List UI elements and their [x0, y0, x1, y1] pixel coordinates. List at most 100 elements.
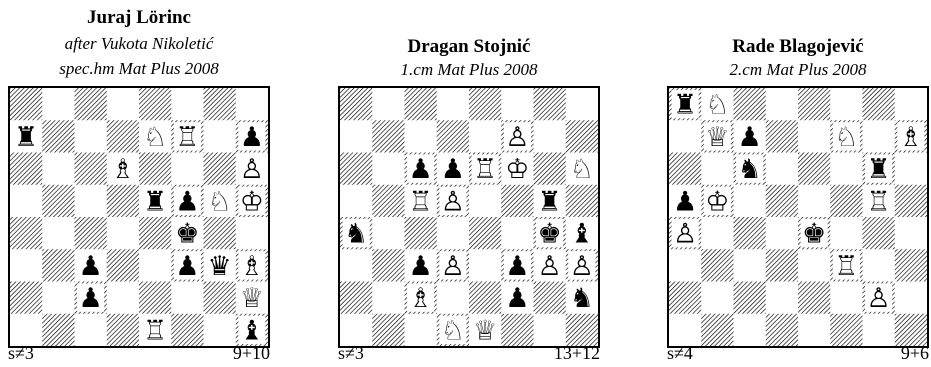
svg-text:♙: ♙ [505, 122, 529, 153]
white-pawn-piece: ♙ [238, 154, 265, 185]
white-knight-piece: ♘ [833, 122, 860, 153]
stipulation: s≠3 [338, 343, 364, 364]
light-square [566, 88, 598, 121]
white-queen-piece: ♕ [238, 283, 265, 314]
black-pawn-piece: ♟ [238, 122, 265, 153]
source-note: after Vukota Nikoletić [8, 34, 270, 54]
svg-text:♗: ♗ [409, 283, 433, 314]
svg-text:♔: ♔ [505, 154, 529, 185]
dark-square [469, 217, 502, 250]
svg-text:♗: ♗ [111, 154, 135, 185]
stipulation: s≠3 [8, 343, 34, 364]
black-knight-piece: ♞ [736, 154, 763, 185]
author: Rade Blagojević [667, 36, 929, 58]
dark-square [501, 314, 534, 346]
dark-square [534, 153, 567, 186]
dark-square [766, 314, 799, 346]
black-rook-piece: ♜ [865, 154, 892, 185]
light-square [107, 282, 140, 315]
svg-text:♙: ♙ [673, 219, 697, 250]
dark-square [107, 249, 140, 282]
svg-text:♟: ♟ [175, 186, 199, 217]
black-rook-piece: ♜ [536, 186, 563, 217]
light-square [895, 88, 927, 121]
svg-text:♙: ♙ [441, 186, 465, 217]
black-bishop-piece: ♝ [238, 315, 265, 346]
light-square [895, 282, 927, 315]
white-pawn-piece: ♙ [439, 186, 466, 217]
dark-square [204, 88, 237, 121]
problem-1: Juraj Lörinc after Vukota Nikoletić spec… [8, 0, 270, 367]
svg-text:♔: ♔ [705, 186, 729, 217]
dark-square [469, 282, 502, 315]
dark-square [139, 282, 172, 315]
light-square [75, 185, 108, 218]
svg-text:♕: ♕ [705, 122, 729, 153]
light-square [534, 120, 567, 153]
dark-square [895, 314, 927, 346]
dark-square [42, 120, 75, 153]
light-square [340, 120, 373, 153]
dark-square [669, 282, 702, 315]
stipulation: s≠4 [667, 343, 693, 364]
author: Dragan Stojnić [338, 36, 600, 58]
dark-square [107, 120, 140, 153]
white-knight-piece: ♘ [206, 186, 233, 217]
dark-square [171, 314, 204, 346]
svg-text:♝: ♝ [570, 219, 594, 250]
white-pawn-piece: ♙ [672, 219, 699, 250]
svg-text:♙: ♙ [240, 154, 264, 185]
dark-square [75, 88, 108, 121]
source-note: 2.cm Mat Plus 2008 [667, 60, 929, 80]
dark-square [534, 88, 567, 121]
dark-square [734, 282, 767, 315]
svg-text:♔: ♔ [240, 186, 264, 217]
white-pawn-piece: ♙ [568, 251, 595, 282]
svg-text:♚: ♚ [802, 219, 826, 250]
dark-square [42, 185, 75, 218]
black-pawn-piece: ♟ [504, 283, 531, 314]
svg-text:♙: ♙ [867, 283, 891, 314]
light-square [42, 282, 75, 315]
dark-square [566, 185, 598, 218]
light-square [830, 217, 863, 250]
dark-square [766, 249, 799, 282]
svg-text:♟: ♟ [79, 251, 103, 282]
light-square [469, 185, 502, 218]
dark-square [372, 120, 405, 153]
white-queen-piece: ♕ [472, 315, 499, 346]
light-square [863, 314, 896, 346]
svg-text:♚: ♚ [175, 219, 199, 250]
light-square [236, 88, 268, 121]
light-square [372, 217, 405, 250]
dark-square [139, 153, 172, 186]
svg-text:♘: ♘ [705, 90, 729, 121]
white-bishop-piece: ♗ [407, 283, 434, 314]
dark-square [139, 88, 172, 121]
dark-square [372, 314, 405, 346]
light-square [798, 185, 831, 218]
svg-text:♘: ♘ [570, 154, 594, 185]
black-pawn-piece: ♟ [439, 154, 466, 185]
light-square [236, 217, 268, 250]
light-square [171, 282, 204, 315]
black-queen-piece: ♛ [206, 251, 233, 282]
dark-square [701, 314, 734, 346]
svg-text:♕: ♕ [473, 315, 497, 346]
light-square [701, 282, 734, 315]
chess-board: ♜♘♖♟♗♙♜♟♘♔♚♟♟♛♗♟♕♖♝ [8, 86, 270, 348]
svg-text:♛: ♛ [208, 251, 232, 282]
light-square [405, 120, 438, 153]
dark-square [340, 88, 373, 121]
svg-text:♙: ♙ [441, 251, 465, 282]
light-square [75, 120, 108, 153]
light-square [107, 217, 140, 250]
light-square [701, 153, 734, 186]
svg-text:♞: ♞ [344, 219, 368, 250]
black-bishop-piece: ♝ [568, 219, 595, 250]
dark-square [437, 120, 470, 153]
dark-square [10, 153, 43, 186]
svg-text:♖: ♖ [175, 122, 199, 153]
black-pawn-piece: ♟ [672, 186, 699, 217]
svg-text:♘: ♘ [441, 315, 465, 346]
